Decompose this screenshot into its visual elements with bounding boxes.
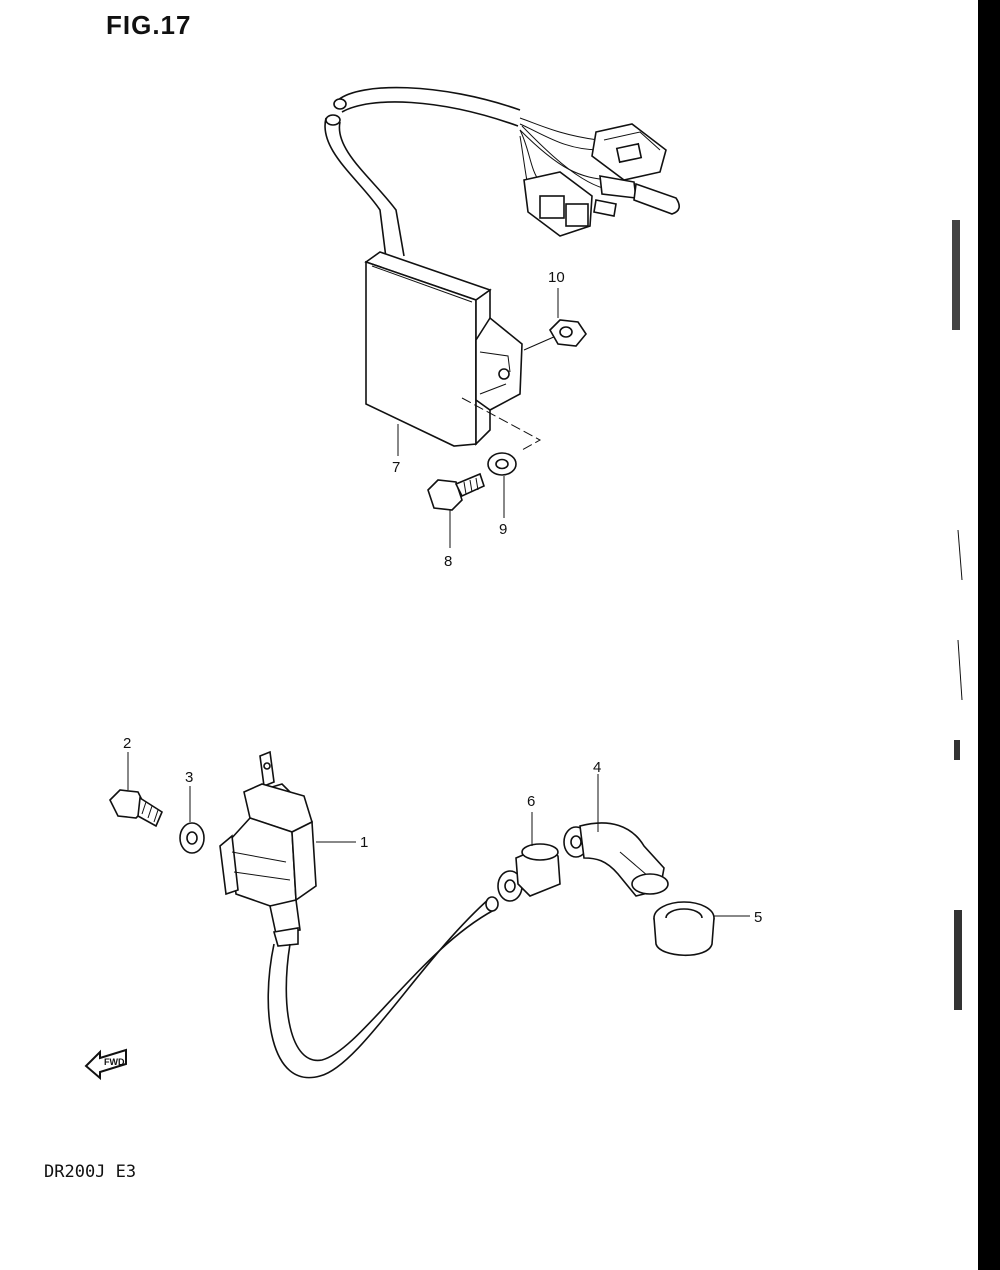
cdi-unit-drawing [324,86,680,451]
ignition-coil-drawing [219,750,317,947]
callout-3: 3 [185,769,193,786]
callout-6: 6 [527,793,535,810]
callout-8: 8 [444,553,452,570]
model-code: DR200J E3 [44,1162,137,1182]
cdi-nut-drawing [549,319,587,347]
callout-7: 7 [392,459,400,476]
fwd-arrow-icon: FWD [84,1048,127,1081]
fwd-label: FWD [104,1057,125,1067]
figure-title: FIG.17 [106,10,192,40]
scan-marks [952,220,963,1010]
callout-2: 2 [123,735,131,752]
scan-binding-edge [978,0,1000,1270]
coil-bolt-drawing [109,789,164,828]
leader-lines [127,288,750,917]
callout-numbers: 10 7 8 9 2 3 1 6 4 5 [123,269,762,926]
plug-cap-drawing [563,822,669,897]
high-tension-lead-drawing [267,896,499,1079]
callout-1: 1 [360,834,368,851]
callout-5: 5 [754,909,762,926]
cord-cap-drawing [497,843,561,902]
cdi-bolt-drawing [427,472,485,511]
callout-9: 9 [499,521,507,538]
plug-cap-seal-drawing [653,901,715,956]
callout-10: 10 [548,269,565,286]
cdi-washer-drawing [487,452,517,476]
coil-washer-drawing [179,822,205,854]
callout-4: 4 [593,759,601,776]
